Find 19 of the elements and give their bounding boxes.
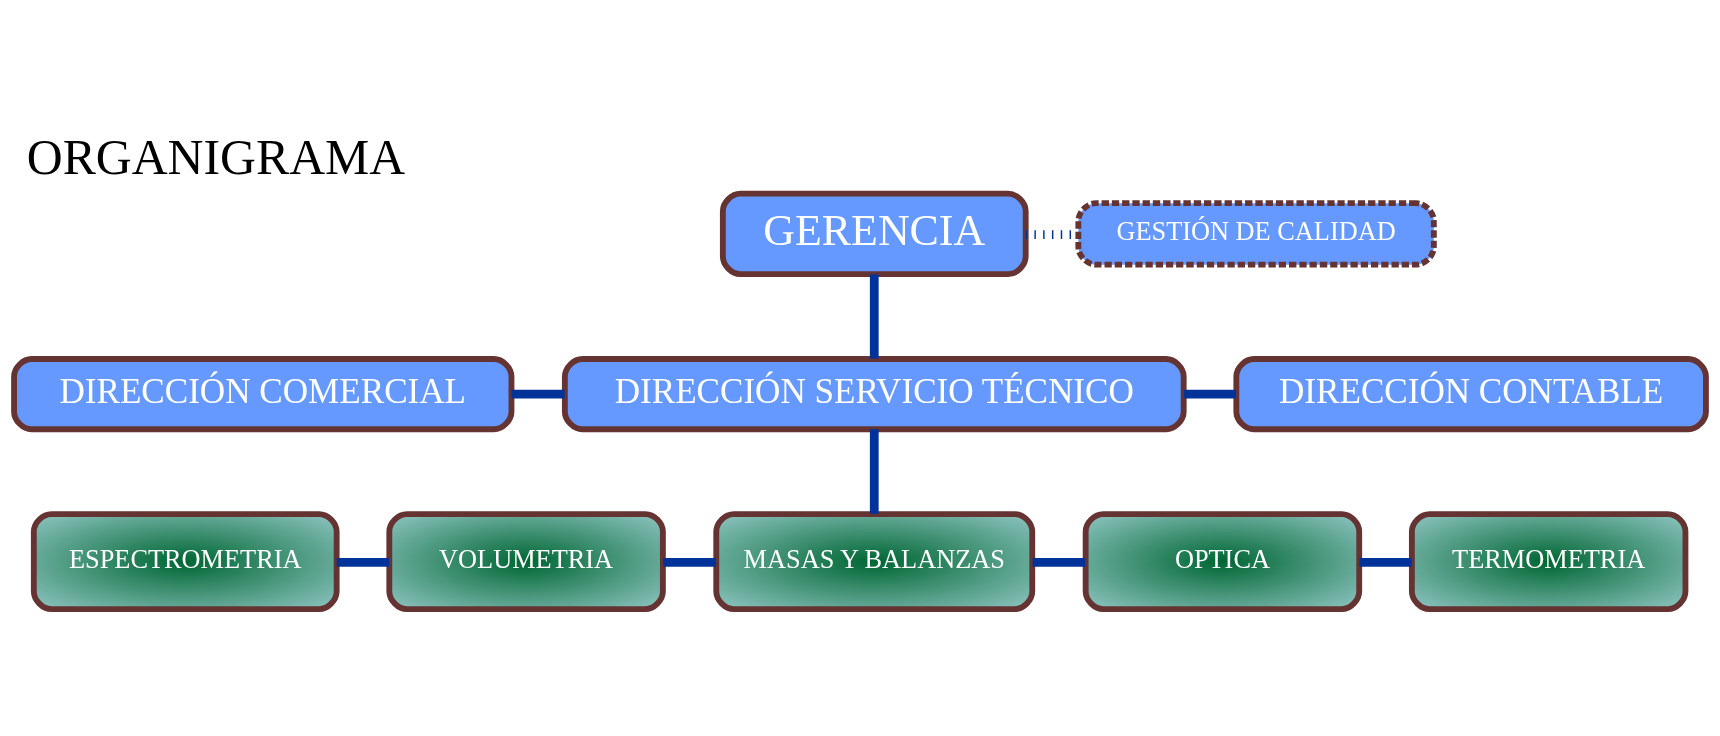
connector (1359, 557, 1412, 567)
connector (869, 273, 879, 359)
node-box: DIRECCIÓN COMERCIAL (11, 355, 515, 432)
connector (663, 557, 716, 567)
node-box: VOLUMETRIA (386, 510, 666, 612)
connector (869, 428, 879, 514)
node-box: GERENCIA (719, 190, 1029, 277)
node-box: TERMOMETRIA (1408, 510, 1689, 612)
connector (511, 389, 565, 398)
node-box: ESPECTROMETRIA (30, 510, 340, 612)
node-box: DIRECCIÓN SERVICIO TÉCNICO (561, 355, 1187, 432)
diagram-title: ORGANIGRAMA (26, 128, 406, 184)
node-box: GESTIÓN DE CALIDAD (1075, 199, 1437, 268)
connector (1184, 389, 1237, 398)
node-box: DIRECCIÓN CONTABLE (1233, 355, 1709, 432)
node-box: OPTICA (1082, 510, 1363, 612)
connector (336, 557, 390, 567)
node-box: MASAS Y BALANZAS (713, 510, 1036, 612)
connector (1032, 557, 1086, 567)
